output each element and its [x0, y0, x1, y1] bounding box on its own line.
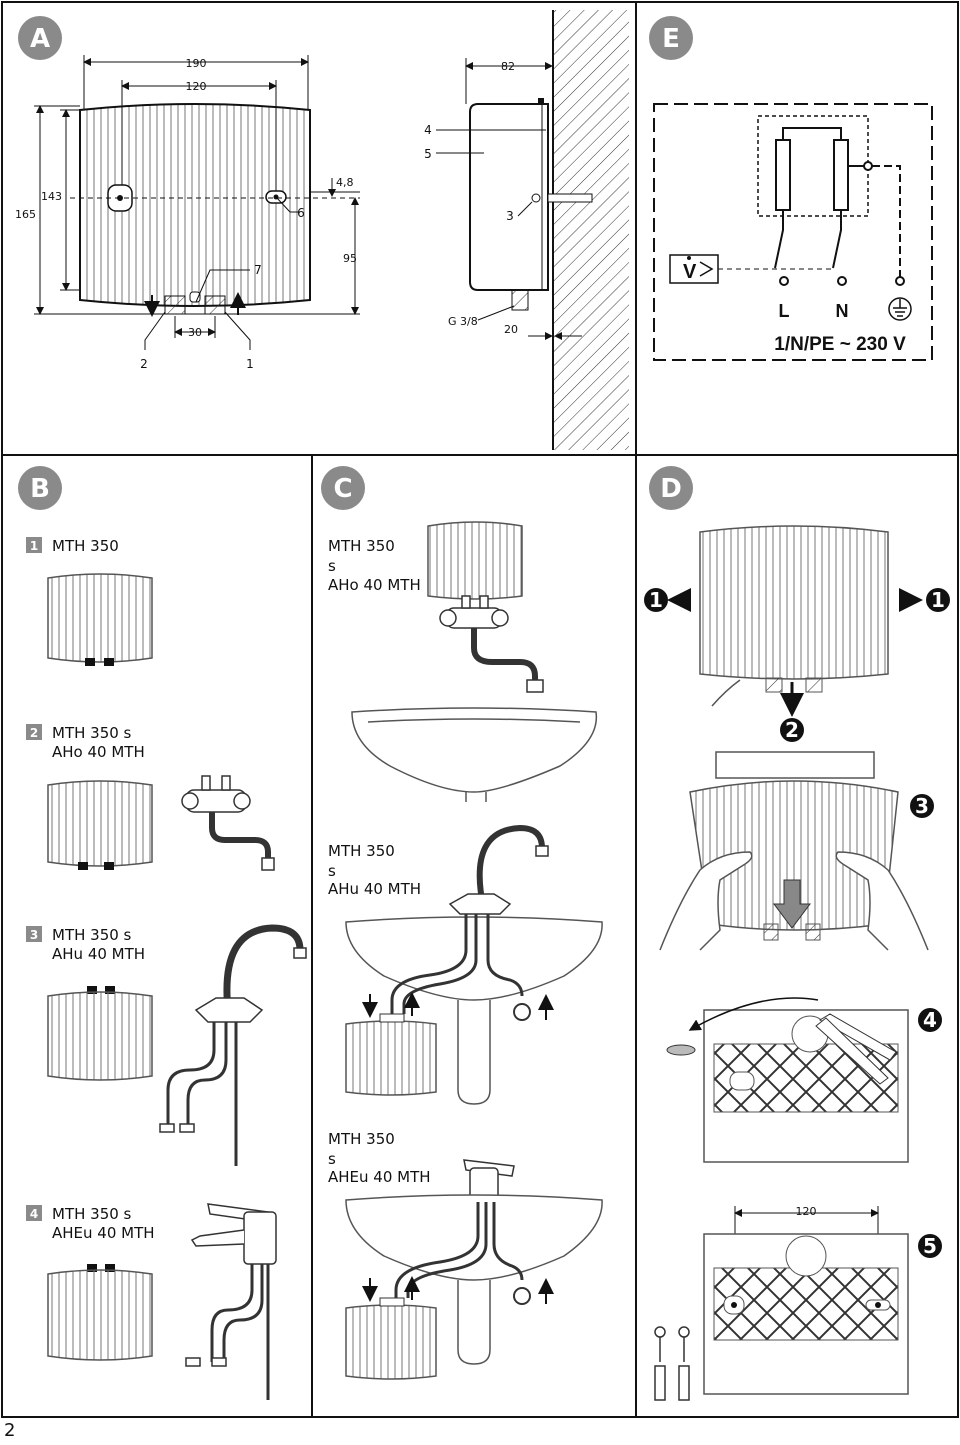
panel-b-badge: B — [18, 466, 62, 510]
panel-grid — [1, 1, 959, 1418]
item-5: 5 — [424, 147, 432, 161]
supply-voltage: 1/N/PE ~ 230 V — [774, 334, 906, 355]
svg-text:A: A — [30, 24, 50, 54]
svg-text:4: 4 — [923, 1008, 937, 1032]
dim-120: 120 — [186, 80, 207, 93]
c2-line2: s — [328, 862, 336, 880]
item-6: 6 — [297, 206, 305, 220]
svg-text:1: 1 — [931, 588, 945, 612]
c3-line2: s — [328, 1150, 336, 1168]
item-2: 2 — [140, 357, 148, 371]
heater-front-view — [70, 103, 360, 317]
step-2-badge: 2 — [30, 726, 38, 740]
svg-text:3: 3 — [915, 794, 929, 818]
dim-20: 20 — [504, 323, 518, 336]
step-2-title: MTH 350 s — [52, 724, 132, 742]
faucet-aheu — [185, 1203, 277, 1400]
svg-text:B: B — [30, 474, 50, 504]
svg-text:C: C — [333, 474, 352, 504]
heater-side-view — [436, 10, 629, 450]
ground-icon — [888, 297, 912, 321]
step-1-title: MTH 350 — [52, 537, 119, 555]
step-d1-left-badge: 1 — [644, 588, 668, 612]
dim-143: 143 — [41, 190, 62, 203]
thread-size: G 3/8 — [448, 315, 478, 328]
sink-3 — [345, 1194, 603, 1365]
panel-e-badge: E — [649, 16, 693, 60]
c3-line3: AHEu 40 MTH — [328, 1168, 431, 1186]
dim-4-8: 4,8 — [336, 176, 354, 189]
line-N: N — [836, 301, 849, 321]
faucet-aheu-mounted — [463, 1159, 515, 1203]
item-1: 1 — [246, 357, 254, 371]
c1-line1: MTH 350 — [328, 537, 395, 555]
c1-line3: AHo 40 MTH — [328, 576, 421, 594]
page-number: 2 — [4, 1420, 16, 1441]
step-1-badge: 1 — [30, 539, 38, 553]
sink-1 — [351, 707, 598, 802]
step-3-title: MTH 350 s — [52, 926, 132, 944]
dim-165: 165 — [15, 208, 36, 221]
faucet-aho-mounted — [439, 595, 544, 693]
step-3-badge: 3 — [30, 928, 38, 942]
svg-text:D: D — [660, 474, 682, 504]
dim-82: 82 — [501, 60, 515, 73]
panel-a: A — [15, 10, 629, 450]
item-4: 4 — [424, 123, 432, 137]
dim-190: 190 — [186, 57, 207, 70]
c2-line1: MTH 350 — [328, 842, 395, 860]
faucet-ahu — [159, 924, 307, 1166]
c1-line2: s — [328, 557, 336, 575]
panel-a-badge: A — [18, 16, 62, 60]
hands-icon — [659, 851, 929, 951]
step-4-subtitle: AHEu 40 MTH — [52, 1224, 155, 1242]
step-4-title: MTH 350 s — [52, 1205, 132, 1223]
step-3-subtitle: AHu 40 MTH — [52, 945, 145, 963]
step-2-subtitle: AHo 40 MTH — [52, 743, 145, 761]
dim-95: 95 — [343, 252, 357, 265]
step-d2-badge: 2 — [780, 718, 804, 742]
panel-c-badge: C — [321, 466, 365, 510]
step-d5-badge: 5 — [918, 1234, 942, 1258]
panel-b: B 1 MTH 350 2 MTH 350 s AHo 40 MTH 3 MTH… — [18, 466, 307, 1400]
panel-e: E V L N 1/N/PE ~ 230 V — [649, 16, 933, 361]
faucet-aho — [181, 775, 275, 871]
panel-d: D 1 1 2 3 — [644, 466, 950, 1401]
dim-30: 30 — [188, 326, 202, 339]
svg-text:1: 1 — [649, 588, 663, 612]
panel-c: C MTH 350 s AHo 40 MTH MTH 350 s AHu 40 … — [321, 466, 603, 1380]
step-d1-right-badge: 1 — [926, 588, 950, 612]
step-4-badge: 4 — [30, 1207, 38, 1221]
screws-icon — [654, 1326, 690, 1401]
svg-text:2: 2 — [785, 718, 799, 742]
panel-d-badge: D — [649, 466, 693, 510]
front-dimensions — [34, 55, 360, 350]
svg-text:E: E — [662, 24, 680, 54]
item-7: 7 — [254, 263, 262, 277]
svg-text:5: 5 — [923, 1234, 937, 1258]
item-3: 3 — [506, 209, 514, 223]
flow-symbol: V — [683, 261, 697, 283]
c2-line3: AHu 40 MTH — [328, 880, 421, 898]
d-dim-120: 120 — [796, 1205, 817, 1218]
step-d3-badge: 3 — [910, 794, 934, 818]
step-d4-badge: 4 — [918, 1008, 942, 1032]
c3-line1: MTH 350 — [328, 1130, 395, 1148]
faucet-ahu-mounted — [448, 824, 549, 915]
line-L: L — [779, 301, 790, 321]
